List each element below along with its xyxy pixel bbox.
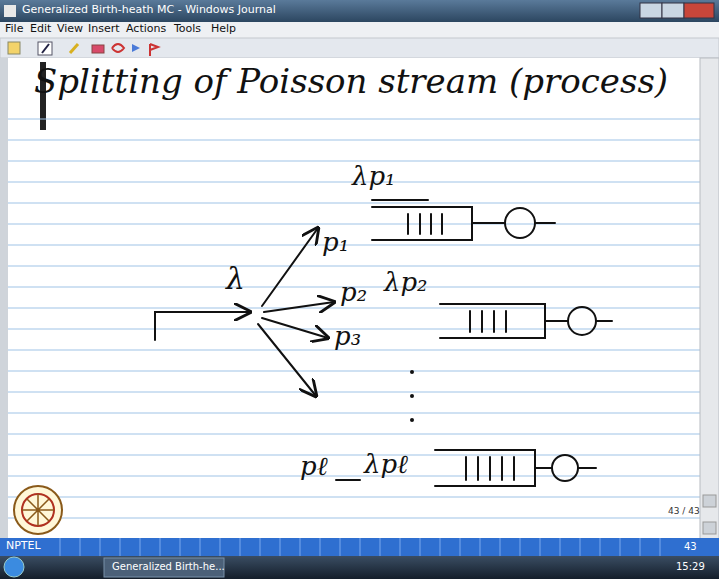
splitting-figure bbox=[155, 200, 612, 486]
task-label: Generalized Birth-he... bbox=[112, 561, 225, 573]
ellipsis-dots bbox=[410, 370, 414, 422]
probability-label: p₁ bbox=[322, 228, 349, 258]
menu-item: File bbox=[5, 23, 23, 36]
page-counter: 43 / 43 bbox=[668, 506, 700, 516]
rate-label: λp₁ bbox=[352, 162, 396, 192]
nptel-label: NPTEL bbox=[6, 540, 41, 553]
rate-label: λp₂ bbox=[384, 268, 428, 298]
toolbar-icons bbox=[8, 42, 158, 56]
ruled-lines bbox=[8, 119, 700, 518]
menu-item: View bbox=[57, 23, 83, 36]
taskbar bbox=[0, 556, 719, 579]
scrollbar bbox=[700, 58, 719, 540]
menu-item: Insert bbox=[88, 23, 120, 36]
menu-item: Tools bbox=[174, 23, 201, 36]
probability-label: p₃ bbox=[334, 322, 361, 352]
menu-item: Help bbox=[211, 23, 236, 36]
nptel-bar-segments bbox=[60, 538, 660, 556]
app-icon bbox=[4, 5, 16, 17]
probability-label: p₂ bbox=[340, 278, 367, 308]
window-title: Generalized Birth-heath MC - Windows Jou… bbox=[22, 4, 276, 17]
close-button bbox=[684, 3, 714, 18]
start-button bbox=[4, 557, 24, 577]
menu-item: Actions bbox=[126, 23, 166, 36]
probability-label: pℓ bbox=[300, 452, 327, 482]
rate-label: λ bbox=[226, 262, 245, 297]
title-bar bbox=[0, 0, 719, 22]
slide-heading: Splitting of Poisson stream (process) bbox=[34, 62, 668, 101]
page-number: 43 bbox=[684, 541, 697, 553]
nptel-logo bbox=[14, 486, 62, 534]
menu-item: Edit bbox=[30, 23, 51, 36]
toolbar bbox=[0, 38, 719, 58]
task-button bbox=[104, 558, 224, 577]
menu-bar bbox=[0, 22, 719, 38]
min-button bbox=[640, 3, 662, 18]
rate-label: λpℓ bbox=[364, 450, 408, 480]
max-button bbox=[662, 3, 684, 18]
clock: 15:29 bbox=[676, 561, 705, 573]
nptel-bar bbox=[0, 538, 719, 556]
